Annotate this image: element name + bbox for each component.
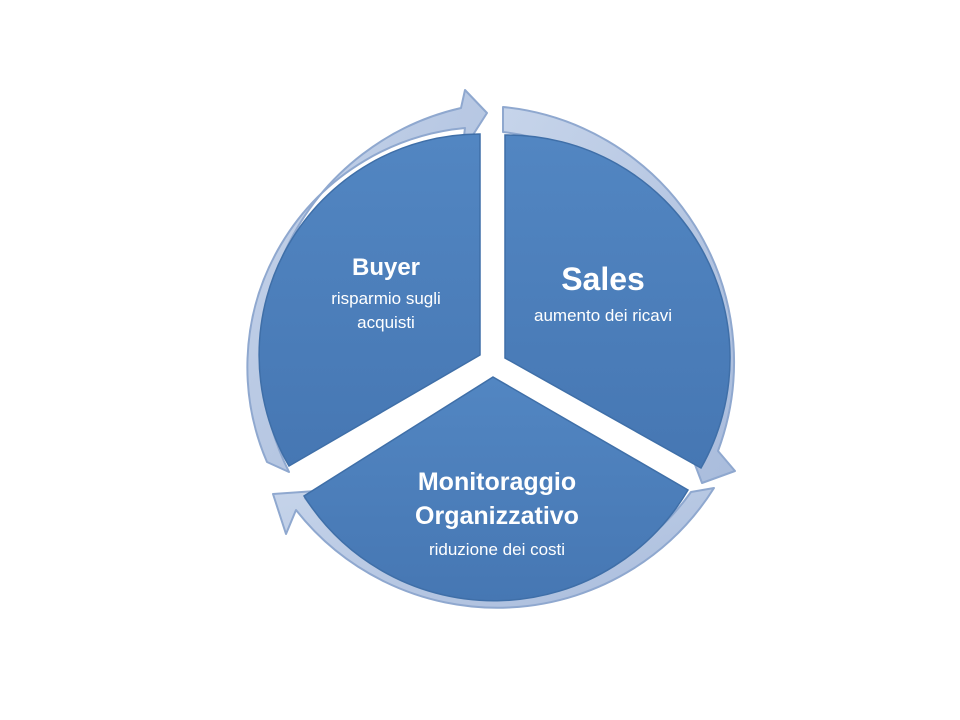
sales-title: Sales xyxy=(561,261,645,297)
monitoraggio-title-line-2: Organizzativo xyxy=(415,502,579,530)
buyer-title: Buyer xyxy=(352,254,420,281)
monitoraggio-subtitle: riduzione dei costi xyxy=(429,540,565,559)
monitoraggio-title-line-1: Monitoraggio xyxy=(418,468,576,496)
sales-subtitle: aumento dei ricavi xyxy=(534,306,672,325)
segment-monitoraggio xyxy=(302,376,690,602)
segment-sales xyxy=(504,134,731,470)
buyer-subtitle-line-1: risparmio sugli xyxy=(331,289,441,308)
segment-buyer xyxy=(258,133,481,468)
buyer-subtitle-line-2: acquisti xyxy=(357,313,415,332)
